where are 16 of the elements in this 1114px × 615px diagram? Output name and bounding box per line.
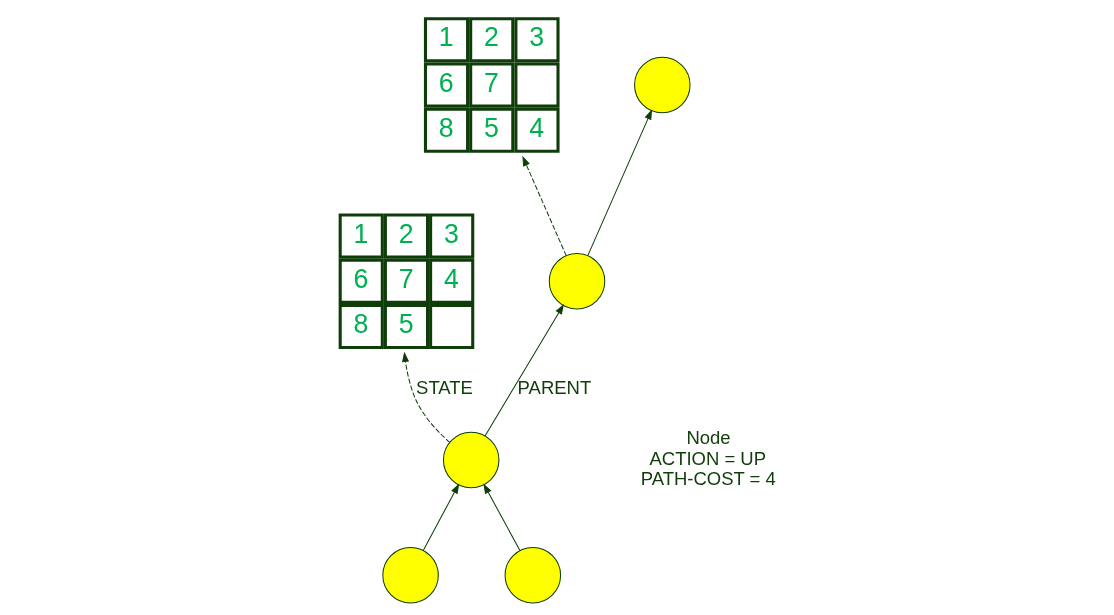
node-circle <box>504 546 561 603</box>
node-circle <box>548 252 605 310</box>
arrow <box>422 482 459 551</box>
arrow <box>484 303 564 436</box>
arrow <box>401 351 450 443</box>
arrow <box>521 155 567 256</box>
node-label: Node <box>685 426 731 448</box>
arrow <box>482 482 520 551</box>
node-label: ACTION = UP <box>648 447 766 469</box>
node-circle <box>442 431 499 488</box>
node-circle <box>633 56 691 113</box>
edge-label: PARENT <box>517 376 591 398</box>
node-label: PATH-COST = 4 <box>640 467 776 489</box>
node-circle <box>381 546 439 603</box>
edge-label: STATE <box>415 376 473 398</box>
arrow <box>586 108 652 256</box>
